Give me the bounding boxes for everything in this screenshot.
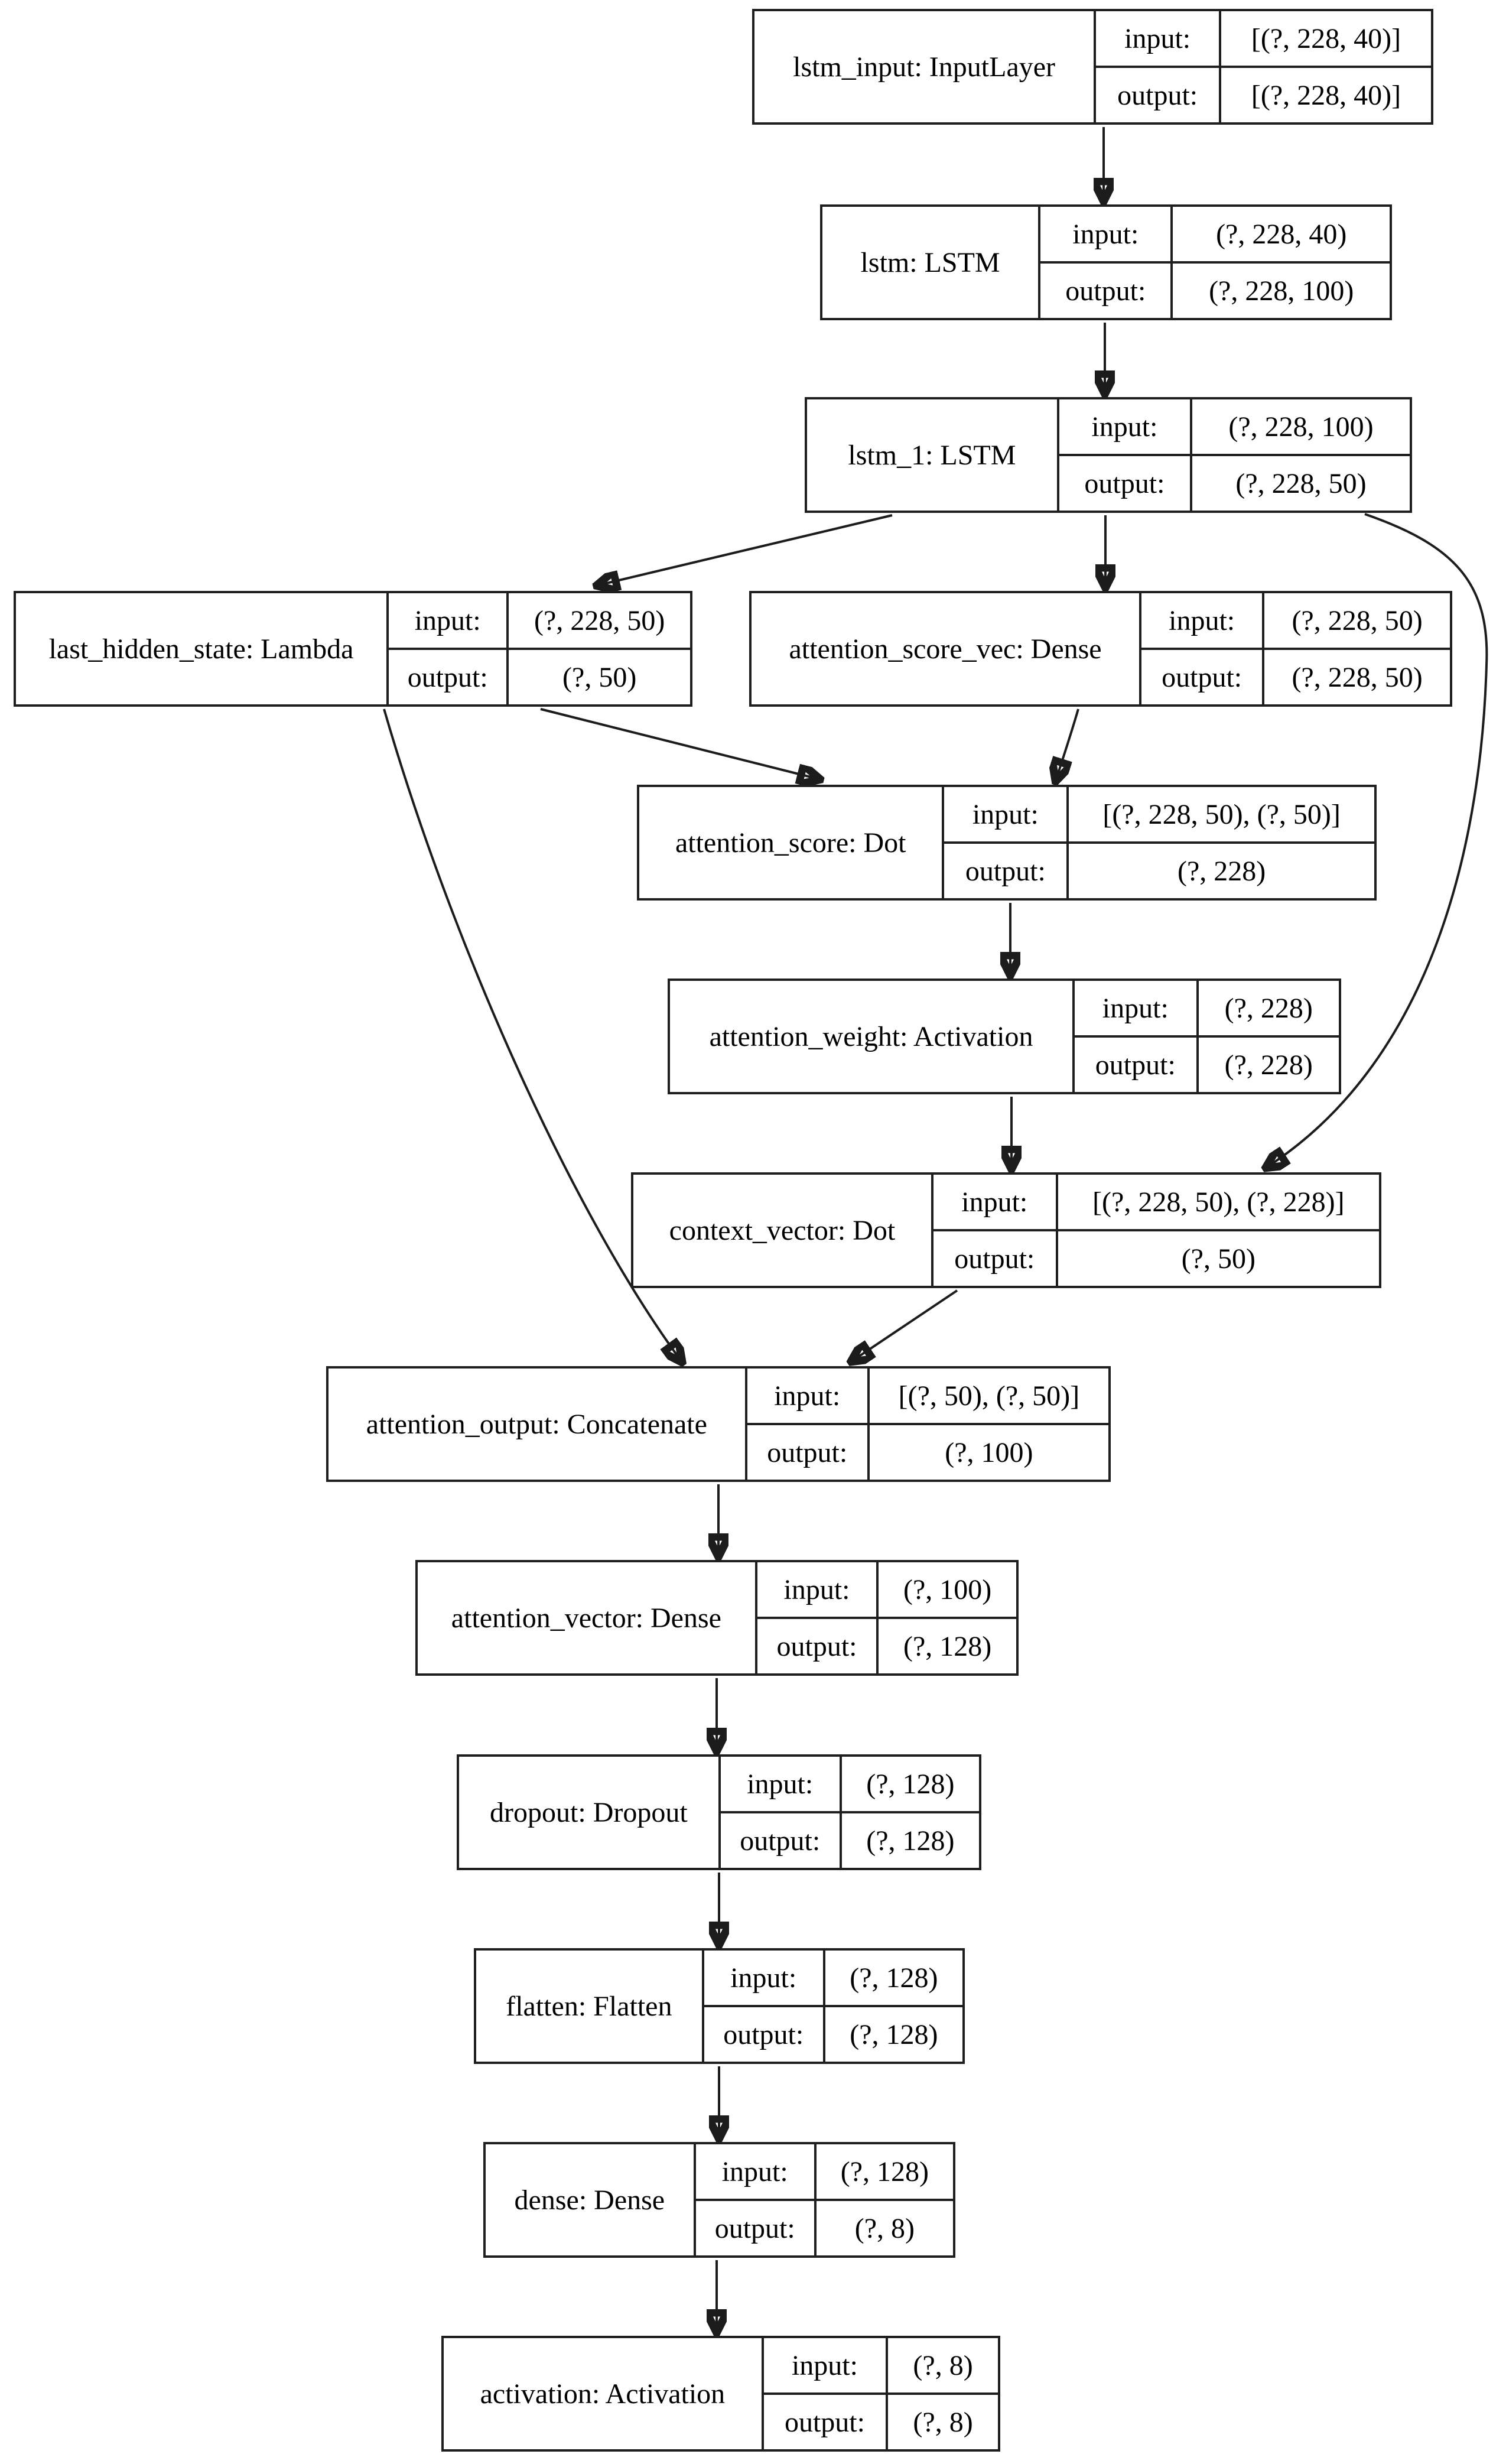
input-shape: [(?, 50), (?, 50)] (867, 1366, 1111, 1425)
input-key: input: (761, 2336, 889, 2395)
edge-context-vector-to-attention-output (853, 1289, 958, 1360)
output-key: output: (942, 841, 1069, 901)
input-key: input: (744, 1366, 870, 1425)
output-shape: (?, 228, 100) (1170, 261, 1392, 320)
input-shape: (?, 228, 40) (1170, 204, 1392, 264)
layer-label: last_hidden_state: Lambda (13, 591, 389, 707)
input-key: input: (1038, 204, 1173, 264)
input-shape: (?, 128) (822, 1948, 965, 2007)
node-attention-weight: attention_weight: Activation input: (?, … (667, 979, 1342, 1094)
output-key: output: (1056, 454, 1192, 513)
output-shape: (?, 228) (1196, 1035, 1342, 1094)
input-key: input: (931, 1172, 1058, 1231)
layer-label: attention_vector: Dense (415, 1560, 757, 1676)
output-key: output: (1139, 648, 1265, 707)
output-key: output: (386, 648, 509, 707)
node-activation: activation: Activation input: (?, 8) out… (441, 2336, 1000, 2452)
input-key: input: (942, 785, 1069, 844)
output-key: output: (931, 1229, 1058, 1288)
node-attention-score-vec: attention_score_vec: Dense input: (?, 22… (749, 591, 1452, 707)
output-key: output: (1072, 1035, 1199, 1094)
input-shape: (?, 228, 100) (1189, 397, 1413, 456)
output-shape: (?, 8) (814, 2199, 956, 2258)
edge-last-hidden-state-to-attention-output (383, 708, 681, 1360)
output-key: output: (754, 1617, 879, 1676)
input-key: input: (718, 1754, 842, 1813)
layer-label: attention_output: Concatenate (326, 1366, 747, 1482)
layer-label: dropout: Dropout (457, 1754, 721, 1870)
layer-label: context_vector: Dot (631, 1172, 933, 1288)
output-shape: (?, 100) (867, 1423, 1111, 1482)
input-shape: (?, 100) (876, 1560, 1019, 1619)
node-lstm-1: lstm_1: LSTM input: (?, 228, 100) output… (805, 397, 1413, 513)
node-attention-score: attention_score: Dot input: [(?, 228, 50… (636, 785, 1377, 901)
layer-label: flatten: Flatten (474, 1948, 704, 2064)
node-lstm: lstm: LSTM input: (?, 228, 40) output: (… (819, 204, 1392, 320)
layer-label: activation: Activation (441, 2336, 764, 2452)
output-shape: (?, 50) (506, 648, 692, 707)
layer-label: attention_score_vec: Dense (749, 591, 1142, 707)
edge-lstm-1-to-context-vector (1268, 513, 1488, 1166)
input-shape: (?, 128) (814, 2142, 956, 2201)
edge-last-hidden-state-to-attention-score (540, 708, 818, 779)
edge-attention-score-vec-to-attention-score (1056, 708, 1079, 779)
output-shape: [(?, 228, 40)] (1219, 66, 1433, 125)
output-shape: (?, 228) (1066, 841, 1377, 901)
input-shape: (?, 128) (839, 1754, 982, 1813)
output-shape: (?, 128) (839, 1811, 982, 1870)
input-key: input: (701, 1948, 825, 2007)
input-key: input: (754, 1560, 879, 1619)
input-shape: (?, 228, 50) (1262, 591, 1452, 650)
output-shape: (?, 128) (822, 2005, 965, 2064)
layer-label: lstm_1: LSTM (805, 397, 1059, 513)
output-key: output: (761, 2393, 889, 2452)
input-key: input: (1072, 979, 1199, 1038)
input-key: input: (1139, 591, 1265, 650)
layer-label: dense: Dense (483, 2142, 696, 2258)
node-dropout: dropout: Dropout input: (?, 128) output:… (457, 1754, 982, 1870)
output-shape: (?, 8) (886, 2393, 1000, 2452)
layer-label: attention_score: Dot (636, 785, 945, 901)
output-key: output: (1038, 261, 1173, 320)
output-shape: (?, 228, 50) (1262, 648, 1452, 707)
node-lstm-input: lstm_input: InputLayer input: [(?, 228, … (752, 9, 1433, 125)
output-key: output: (1094, 66, 1222, 125)
node-attention-output: attention_output: Concatenate input: [(?… (326, 1366, 1111, 1482)
output-key: output: (744, 1423, 870, 1482)
output-shape: (?, 50) (1055, 1229, 1382, 1288)
input-shape: [(?, 228, 50), (?, 228)] (1055, 1172, 1382, 1231)
layer-label: lstm: LSTM (819, 204, 1041, 320)
node-last-hidden-state: last_hidden_state: Lambda input: (?, 228… (13, 591, 692, 707)
output-shape: (?, 228, 50) (1189, 454, 1413, 513)
node-flatten: flatten: Flatten input: (?, 128) output:… (474, 1948, 965, 2064)
edge-lstm-1-to-last-hidden-state (599, 514, 893, 585)
input-key: input: (1094, 9, 1222, 68)
input-shape: [(?, 228, 50), (?, 50)] (1066, 785, 1377, 844)
input-shape: (?, 228, 50) (506, 591, 692, 650)
input-shape: (?, 228) (1196, 979, 1342, 1038)
input-shape: [(?, 228, 40)] (1219, 9, 1433, 68)
output-key: output: (718, 1811, 842, 1870)
node-context-vector: context_vector: Dot input: [(?, 228, 50)… (631, 1172, 1382, 1288)
node-attention-vector: attention_vector: Dense input: (?, 100) … (415, 1560, 1019, 1676)
layer-label: lstm_input: InputLayer (752, 9, 1097, 125)
output-key: output: (701, 2005, 825, 2064)
node-dense: dense: Dense input: (?, 128) output: (?,… (483, 2142, 956, 2258)
input-key: input: (386, 591, 509, 650)
output-key: output: (693, 2199, 817, 2258)
input-key: input: (693, 2142, 817, 2201)
input-key: input: (1056, 397, 1192, 456)
layer-label: attention_weight: Activation (667, 979, 1075, 1094)
output-shape: (?, 128) (876, 1617, 1019, 1676)
input-shape: (?, 8) (886, 2336, 1000, 2395)
